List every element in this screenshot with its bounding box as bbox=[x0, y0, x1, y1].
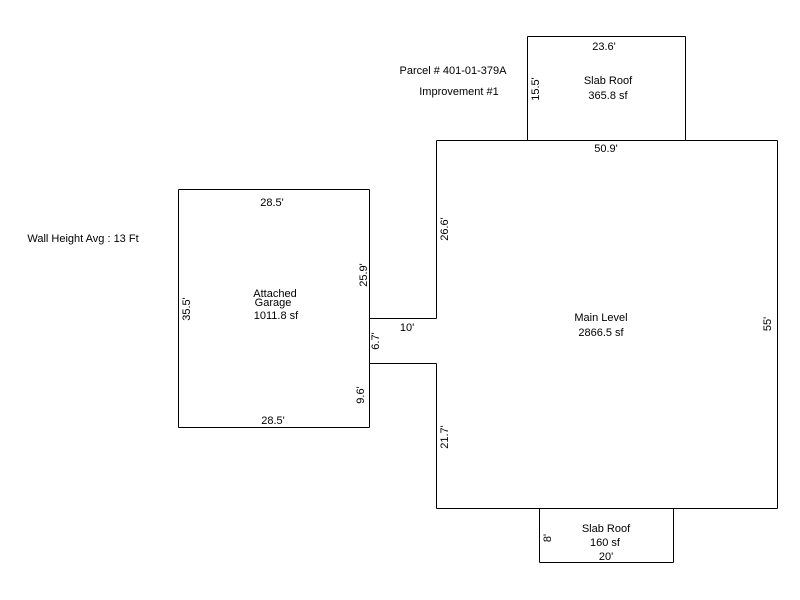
main-name: Main Level bbox=[574, 312, 627, 324]
slab-top-area: 365.8 sf bbox=[588, 90, 628, 102]
main-dim-left-lower: 21.7' bbox=[439, 425, 451, 449]
slab-roof-top-outline bbox=[527, 36, 686, 141]
garage-name-line2: Garage bbox=[255, 297, 292, 309]
garage-dim-left: 35.5' bbox=[181, 297, 193, 321]
connector-outline bbox=[369, 318, 437, 364]
garage-dim-right-lower: 9.6' bbox=[355, 386, 367, 403]
main-dim-top: 50.9' bbox=[594, 143, 618, 155]
main-level-outline bbox=[436, 140, 778, 509]
improvement-label: Improvement #1 bbox=[419, 86, 498, 98]
parcel-number: Parcel # 401-01-379A bbox=[399, 65, 507, 77]
wall-height-label: Wall Height Avg : 13 Ft bbox=[27, 233, 138, 245]
garage-outline bbox=[178, 189, 370, 428]
garage-dim-bottom: 28.5' bbox=[261, 415, 285, 427]
slab-top-name: Slab Roof bbox=[584, 75, 633, 87]
garage-dim-top: 28.5' bbox=[260, 197, 284, 209]
connector-dim-length: 10' bbox=[400, 322, 414, 334]
main-area: 2866.5 sf bbox=[578, 327, 624, 339]
slab-top-dim-left: 15.5' bbox=[530, 77, 542, 101]
slab-top-dim-top: 23.6' bbox=[592, 41, 616, 53]
main-dim-right: 55' bbox=[762, 317, 774, 331]
slab-bottom-dim-left: 8' bbox=[542, 534, 554, 542]
garage-dim-right-upper: 25.9' bbox=[358, 263, 370, 287]
main-dim-left-upper: 26.6' bbox=[439, 217, 451, 241]
slab-roof-bottom-outline bbox=[539, 508, 674, 563]
garage-name-line1: Attached bbox=[253, 288, 296, 300]
slab-bottom-dim-bottom: 20' bbox=[599, 551, 613, 563]
slab-bottom-area: 160 sf bbox=[590, 537, 621, 549]
slab-bottom-name: Slab Roof bbox=[582, 523, 631, 535]
garage-area: 1011.8 sf bbox=[254, 310, 299, 322]
connector-dim-height: 6.7' bbox=[370, 332, 382, 349]
